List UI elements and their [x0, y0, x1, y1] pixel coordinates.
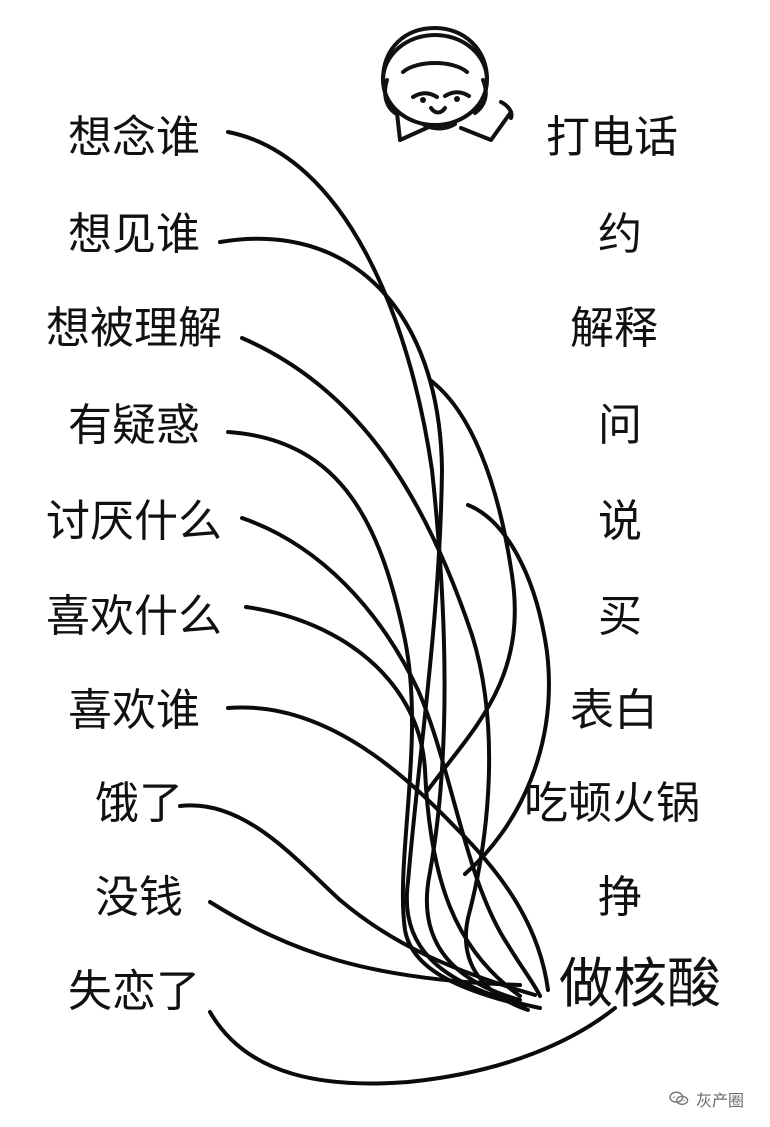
line-meiqian: [208, 900, 522, 987]
line-xiangjianshui: [218, 236, 542, 1010]
left-item-2: 想见谁: [68, 209, 200, 260]
left-item-7: 喜欢谁: [68, 685, 200, 736]
line-xihuanshui: [226, 705, 550, 992]
left-item-6: 喜欢什么: [46, 591, 222, 642]
cartoon-face-icon: [381, 26, 514, 142]
left-item-10: 失恋了: [68, 966, 200, 1017]
line-lower-loop: [463, 503, 551, 876]
right-item-10: 做核酸: [559, 952, 721, 1015]
left-item-4: 有疑惑: [68, 400, 200, 451]
line-youyihuo: [226, 430, 527, 1008]
wechat-icon: [669, 1091, 689, 1106]
right-item-3: 解释: [570, 303, 658, 354]
left-item-1: 想念谁: [68, 112, 200, 163]
line-xiangbeilijie: [240, 336, 530, 1012]
right-item-2: 约: [598, 209, 642, 260]
left-item-3: 想被理解: [46, 303, 222, 354]
right-item-4: 问: [598, 400, 642, 451]
line-taoyanshenme: [240, 516, 542, 998]
left-item-9: 没钱: [95, 872, 183, 923]
watermark: 灰产圈: [668, 1087, 744, 1111]
line-shilianle: [208, 1006, 617, 1086]
line-xiangnianshui: [226, 130, 522, 1002]
right-item-7: 表白: [570, 685, 658, 736]
right-item-5: 说: [598, 496, 642, 547]
right-item-1: 打电话: [546, 112, 678, 163]
right-item-6: 买: [598, 591, 642, 642]
line-upper-loop: [426, 378, 517, 792]
line-xihuanshenme: [244, 605, 522, 998]
line-ele: [178, 803, 537, 997]
right-item-8: 吃顿火锅: [524, 778, 700, 829]
left-item-5: 讨厌什么: [46, 496, 222, 547]
left-item-8: 饿了: [95, 778, 183, 829]
watermark-text: 灰产圈: [695, 1093, 744, 1110]
right-item-9: 挣: [598, 872, 642, 923]
